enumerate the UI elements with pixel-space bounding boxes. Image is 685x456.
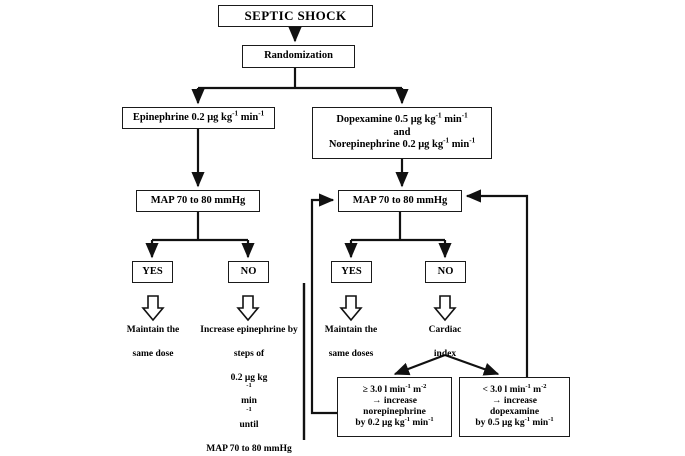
edge-ci-to-high bbox=[393, 353, 446, 376]
edge-feedback-high-ci bbox=[310, 193, 337, 415]
ci-low-sup-2: -2 bbox=[541, 382, 547, 390]
flowchart-canvas: SEPTIC SHOCK Randomization Epinephrine 0… bbox=[108, 5, 570, 454]
ci-low-sup-1: -1 bbox=[525, 382, 531, 390]
ci-high-line-3: norepinephrine bbox=[363, 407, 426, 417]
dop-text-4: min bbox=[449, 139, 470, 151]
increase-epi-line-3c: until bbox=[239, 420, 259, 430]
ci-high-text-3: by 0.2 μg kg bbox=[355, 418, 405, 429]
dopexamine-line-3: Norepinephrine 0.2 μg kg-1 min-1 bbox=[328, 136, 476, 151]
cardiac-index-line-1: Cardiac bbox=[428, 325, 462, 335]
epi-sup-1: -1 bbox=[232, 109, 239, 118]
ci-high-sup-4: -1 bbox=[428, 416, 434, 424]
node-map-right: MAP 70 to 80 mmHg bbox=[338, 190, 462, 212]
dopexamine-line-1: Dopexamine 0.5 μg kg-1 min-1 bbox=[336, 111, 468, 126]
node-map-left: MAP 70 to 80 mmHg bbox=[136, 190, 260, 212]
increase-epi-sup-1: -1 bbox=[246, 382, 252, 390]
increase-epi-line-4: MAP 70 to 80 mmHg bbox=[206, 443, 292, 454]
ci-high-line-2: → increase bbox=[372, 395, 417, 406]
node-cardiac-index-low: < 3.0 l min-1 m-2 → increase dopexamine … bbox=[459, 377, 570, 437]
hollow-arrow-maintain-right bbox=[339, 295, 363, 322]
ci-low-line-2: → increase bbox=[492, 395, 537, 406]
dop-text-3: Norepinephrine 0.2 μg kg bbox=[328, 139, 444, 151]
ci-low-sup-3: -1 bbox=[524, 416, 530, 424]
ci-high-line-1: ≥ 3.0 l min-1 m-2 bbox=[362, 382, 427, 396]
maintain-doses-line-2: same doses bbox=[328, 348, 374, 359]
ci-low-sup-4: -1 bbox=[548, 416, 554, 424]
dop-sup-1: -1 bbox=[435, 111, 442, 120]
node-septic-shock: SEPTIC SHOCK bbox=[218, 5, 373, 27]
flowchart-connectors bbox=[141, 26, 529, 440]
ci-low-text-3: by 0.5 μg kg bbox=[475, 418, 525, 429]
dop-sup-3: -1 bbox=[443, 136, 450, 145]
dop-sup-4: -1 bbox=[469, 136, 476, 145]
ci-high-text-4: min bbox=[409, 418, 429, 429]
hollow-arrow-increase-epi bbox=[236, 295, 260, 322]
maintain-doses-line-1: Maintain the bbox=[324, 325, 378, 335]
maintain-dose-line-2: same dose bbox=[132, 348, 174, 359]
ci-low-text-1: < 3.0 l min bbox=[482, 384, 526, 395]
increase-epi-line-2: steps of bbox=[233, 348, 265, 359]
node-no-left: NO bbox=[228, 261, 269, 283]
node-no-right: NO bbox=[425, 261, 466, 283]
edge-feedback-low-ci bbox=[465, 189, 529, 377]
ci-high-text-1: ≥ 3.0 l min bbox=[362, 384, 406, 395]
label-increase-epinephrine: Increase epinephrine by steps of 0.2 μg … bbox=[190, 325, 308, 456]
node-yes-right: YES bbox=[331, 261, 372, 283]
label-cardiac-index: Cardiac index bbox=[405, 325, 485, 361]
dop-text-1: Dopexamine 0.5 μg kg bbox=[336, 114, 436, 126]
dop-sup-2: -1 bbox=[461, 111, 468, 120]
epi-text-1: Epinephrine 0.2 μg kg bbox=[132, 111, 233, 123]
node-epinephrine-arm: Epinephrine 0.2 μg kg-1 min-1 bbox=[122, 107, 275, 129]
node-randomization: Randomization bbox=[242, 45, 355, 68]
hollow-arrow-cardiac-index bbox=[433, 295, 457, 322]
ci-low-text-4: min bbox=[529, 418, 549, 429]
epi-sup-2: -1 bbox=[258, 109, 265, 118]
cardiac-index-line-2: index bbox=[433, 348, 457, 359]
ci-high-text-2: m bbox=[410, 384, 421, 395]
ci-high-line-4: by 0.2 μg kg-1 min-1 bbox=[355, 416, 434, 429]
ci-high-sup-1: -1 bbox=[405, 382, 411, 390]
dop-text-2: min bbox=[441, 114, 462, 126]
ci-low-line-4: by 0.5 μg kg-1 min-1 bbox=[475, 416, 554, 429]
increase-epi-sup-2: -1 bbox=[246, 405, 252, 413]
epi-text-2: min bbox=[238, 111, 259, 123]
ci-high-sup-2: -2 bbox=[421, 382, 427, 390]
label-maintain-same-doses: Maintain the same doses bbox=[306, 325, 396, 361]
ci-high-sup-3: -1 bbox=[404, 416, 410, 424]
ci-low-text-2: m bbox=[530, 384, 542, 395]
dopexamine-line-2: and bbox=[393, 126, 411, 138]
hollow-arrow-group bbox=[141, 295, 457, 322]
edge-ci-to-low bbox=[444, 353, 500, 376]
maintain-dose-line-1: Maintain the bbox=[126, 325, 180, 335]
ci-low-line-3: dopexamine bbox=[489, 407, 540, 417]
node-dopexamine-arm: Dopexamine 0.5 μg kg-1 min-1 and Norepin… bbox=[312, 107, 492, 159]
node-cardiac-index-high: ≥ 3.0 l min-1 m-2 → increase norepinephr… bbox=[337, 377, 452, 437]
increase-epi-line-1: Increase epinephrine by bbox=[200, 325, 298, 335]
node-yes-left: YES bbox=[132, 261, 173, 283]
label-maintain-same-dose: Maintain the same dose bbox=[108, 325, 198, 361]
increase-epi-line-3: 0.2 μg kg bbox=[230, 372, 268, 383]
ci-low-line-1: < 3.0 l min-1 m-2 bbox=[482, 382, 547, 396]
hollow-arrow-maintain-left bbox=[141, 295, 165, 322]
increase-epi-line-3b: min bbox=[241, 396, 257, 407]
